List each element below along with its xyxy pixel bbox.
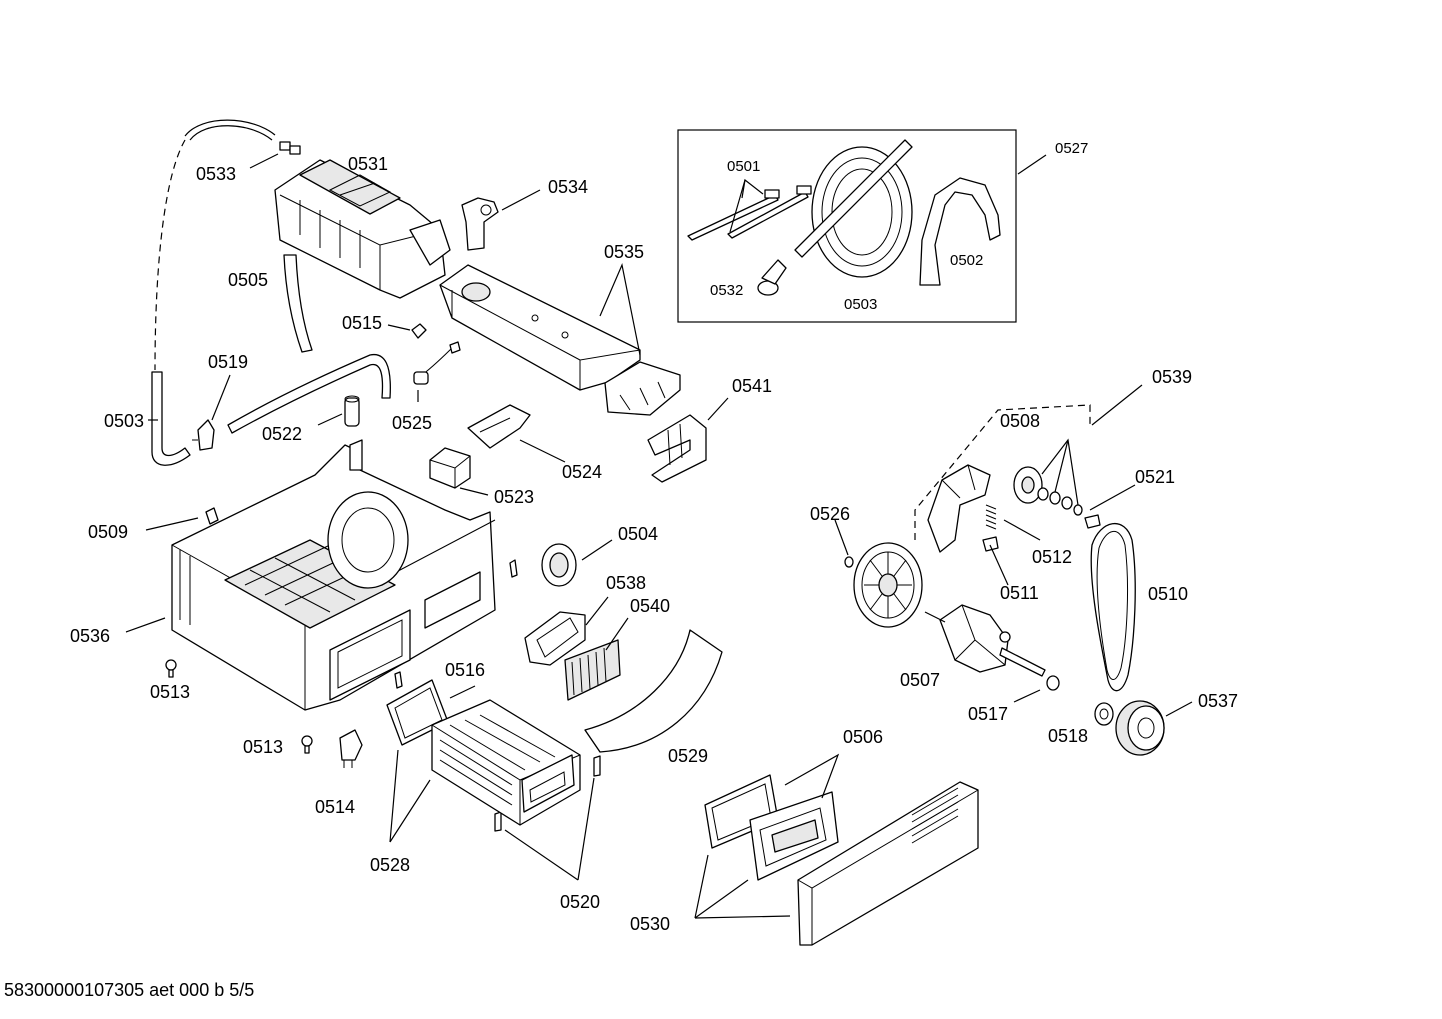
label-0522: 0522 xyxy=(262,424,302,444)
callout-labels: 0531 0533 0534 0535 0505 0515 0519 0541 … xyxy=(70,140,1238,934)
label-0535: 0535 xyxy=(604,242,644,262)
label-0508: 0508 xyxy=(1000,411,1040,431)
gear-pulley-0537 xyxy=(1115,700,1165,756)
connector-0519 xyxy=(192,419,215,451)
filter-frame-0538 xyxy=(524,611,586,666)
water-container-0531 xyxy=(274,141,451,299)
clip-0515 xyxy=(411,323,427,339)
label-0541: 0541 xyxy=(732,376,772,396)
cable-ties-0501 xyxy=(687,185,812,241)
label-0534: 0534 xyxy=(548,177,588,197)
channel-cover-0535 xyxy=(439,264,681,416)
plug-0532 xyxy=(757,259,787,296)
flap-0506 xyxy=(749,791,839,881)
label-0511: 0511 xyxy=(1000,583,1039,603)
label-0519: 0519 xyxy=(208,352,248,372)
sleeve-0522 xyxy=(344,395,360,427)
label-0509: 0509 xyxy=(88,522,128,542)
leader-lines xyxy=(125,153,1193,919)
label-0506: 0506 xyxy=(843,727,883,747)
label-0512: 0512 xyxy=(1032,547,1072,567)
label-0532: 0532 xyxy=(710,282,743,299)
label-0524: 0524 xyxy=(562,462,602,482)
label-0513-a: 0513 xyxy=(150,682,190,702)
label-0536: 0536 xyxy=(70,626,110,646)
label-0505: 0505 xyxy=(228,270,268,290)
label-0533: 0533 xyxy=(196,164,236,184)
label-0523: 0523 xyxy=(494,487,534,507)
label-0503: 0503 xyxy=(104,411,144,431)
label-0504: 0504 xyxy=(618,524,658,544)
hose-coil-0503 xyxy=(794,139,913,278)
label-0510: 0510 xyxy=(1148,584,1188,604)
motor-0507 xyxy=(924,604,1046,677)
pulley-0508 xyxy=(1013,466,1083,516)
label-0539: 0539 xyxy=(1152,367,1192,387)
air-guide-0529 xyxy=(584,629,723,753)
label-0526: 0526 xyxy=(810,504,850,524)
nut-0518 xyxy=(1094,702,1114,726)
label-0503-kit: 0503 xyxy=(844,296,877,313)
label-0537: 0537 xyxy=(1198,691,1238,711)
hose-0522 xyxy=(227,353,391,434)
label-0502: 0502 xyxy=(950,252,983,269)
drain-hose-0503-left xyxy=(151,139,191,466)
pump-0523 xyxy=(429,447,471,489)
screw-0513-b xyxy=(301,735,313,754)
label-0527: 0527 xyxy=(1055,140,1088,157)
condenser-0528 xyxy=(431,699,581,826)
base-frame-0536 xyxy=(171,439,496,711)
bracket-0524 xyxy=(467,404,531,449)
seal-0504 xyxy=(541,543,577,587)
label-0501: 0501 xyxy=(727,158,760,175)
screw-0509 xyxy=(205,507,219,525)
clip-0514 xyxy=(339,729,363,768)
label-0525: 0525 xyxy=(392,413,432,433)
nozzle-0534 xyxy=(461,197,499,251)
washer-0517 xyxy=(1046,675,1060,691)
drawing-code: 58300000107305 aet 000 b 5/5 xyxy=(4,980,255,1000)
drive-belt-0510 xyxy=(1090,522,1136,692)
label-0540: 0540 xyxy=(630,596,670,616)
label-0516: 0516 xyxy=(445,660,485,680)
front-cover-0530 xyxy=(797,781,979,946)
hose-bracket-0502 xyxy=(919,177,1001,286)
label-0538: 0538 xyxy=(606,573,646,593)
kit-box-0527 xyxy=(677,129,1017,323)
small-screws xyxy=(394,559,601,832)
hose-0533 xyxy=(184,119,276,141)
label-0514: 0514 xyxy=(315,797,355,817)
spring-0511 xyxy=(982,504,999,552)
bolt-0521 xyxy=(1084,514,1101,529)
screw-0513-a xyxy=(165,659,177,678)
bracket-assembly-0539 xyxy=(914,404,1091,553)
label-0517: 0517 xyxy=(968,704,1008,724)
label-0531: 0531 xyxy=(348,154,388,174)
label-0507: 0507 xyxy=(900,670,940,690)
hose-0505 xyxy=(283,254,313,353)
label-0518: 0518 xyxy=(1048,726,1088,746)
label-0520: 0520 xyxy=(560,892,600,912)
label-0528: 0528 xyxy=(370,855,410,875)
sensor-0525 xyxy=(413,341,461,385)
label-0515: 0515 xyxy=(342,313,382,333)
filter-mat-0540 xyxy=(564,639,621,701)
label-0521: 0521 xyxy=(1135,467,1175,487)
label-0513-b: 0513 xyxy=(243,737,283,757)
duct-0541 xyxy=(647,414,707,483)
fan-wheel-0526 xyxy=(844,542,923,628)
label-0529: 0529 xyxy=(668,746,708,766)
label-0530: 0530 xyxy=(630,914,670,934)
